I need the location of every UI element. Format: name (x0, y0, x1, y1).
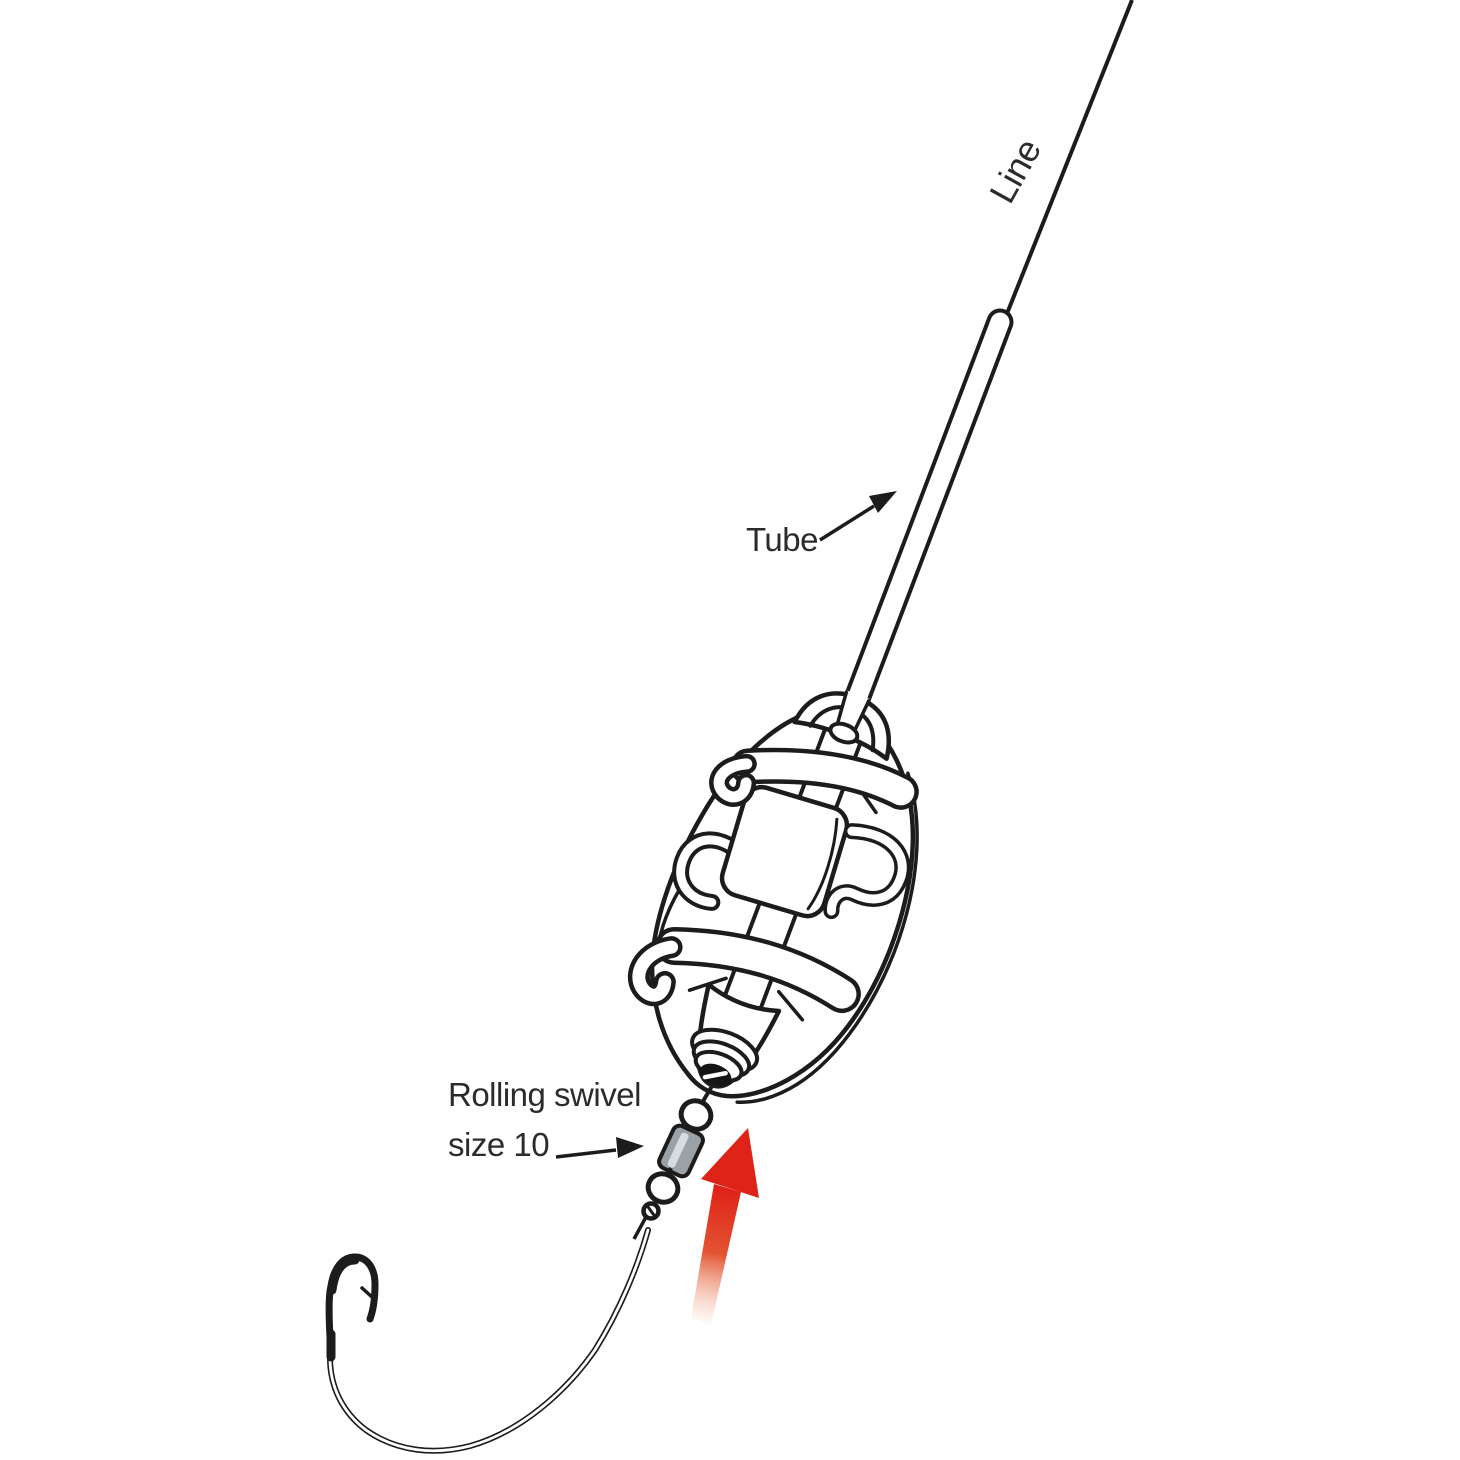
red-arrow-head (701, 1128, 759, 1198)
tube-label: Tube (746, 521, 818, 558)
swivel-barrel (657, 1123, 705, 1179)
hook (325, 1253, 379, 1362)
feeder-shadow-line (735, 771, 919, 1104)
hooklink (327, 1227, 651, 1454)
feeder-side-loop (672, 831, 756, 911)
feeder-top-cap (792, 690, 892, 761)
feeder-right-band (823, 823, 911, 920)
swivel-arrow (555, 1137, 644, 1159)
feeder-bottom-band (627, 926, 861, 1014)
swivel-arrow-head (616, 1137, 644, 1158)
swivel-neck (700, 1084, 714, 1105)
red-arrow (691, 1128, 759, 1325)
method-feeder (627, 690, 919, 1104)
rolling-swivel (632, 1084, 714, 1240)
anti-tangle-tube (844, 308, 1014, 710)
tube-arrow-head (869, 491, 897, 513)
feeder-weight-plate (719, 784, 850, 919)
swivel-knot (632, 1201, 661, 1240)
feeder-cap-hole (828, 721, 860, 745)
feeder-nose-cone (690, 982, 782, 1089)
swivel-label-line1: Rolling swivel (448, 1076, 641, 1113)
red-arrow-shaft (691, 1184, 741, 1325)
tube-core (848, 312, 1010, 706)
hook-barb (360, 1286, 374, 1299)
swivel-ring-bottom (645, 1171, 681, 1205)
nose-hole-highlight (702, 1070, 728, 1080)
fishing-line (1004, 0, 1134, 317)
line-label: Line (981, 132, 1049, 210)
feeder-top-band (709, 747, 919, 810)
swivel-label-line2: size 10 (448, 1126, 549, 1163)
tube-arrow (819, 491, 897, 542)
